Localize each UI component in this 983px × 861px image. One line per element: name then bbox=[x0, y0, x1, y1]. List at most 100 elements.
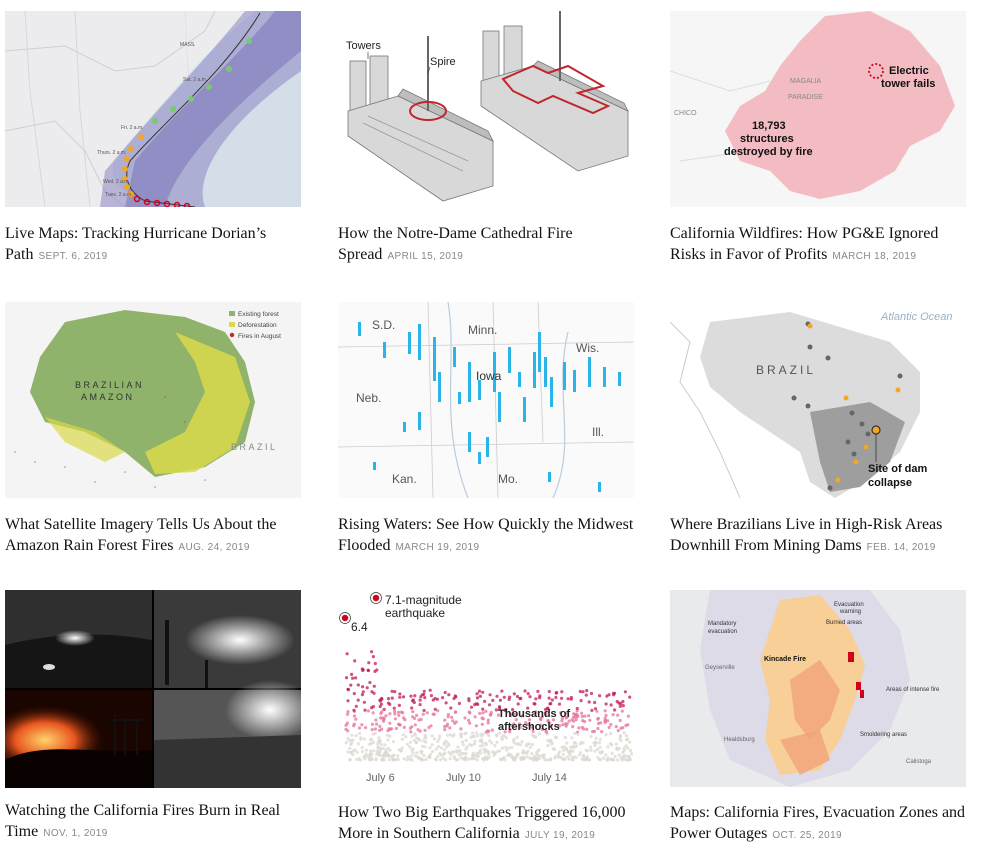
label-brazil: BRAZIL bbox=[756, 363, 816, 377]
aftershock-chart[interactable]: 7.1-magnitude earthquake 6.4 Thousands o… bbox=[338, 590, 634, 786]
label-spire: Spire bbox=[430, 56, 456, 68]
aftershock-dot bbox=[475, 692, 479, 696]
aftershock-dot bbox=[531, 729, 535, 733]
article-title[interactable]: What Satellite Imagery Tells Us About th… bbox=[5, 516, 277, 554]
kincade-fire-map[interactable]: Evacuation warning Mandatory evacuation … bbox=[670, 590, 966, 787]
aftershock-dot bbox=[583, 714, 587, 718]
card-caption[interactable]: Watching the California Fires Burn in Re… bbox=[5, 800, 301, 844]
aftershock-dot bbox=[347, 738, 351, 742]
aftershock-dot bbox=[370, 690, 374, 694]
notre-dame-illustration[interactable]: Towers Spire bbox=[338, 11, 634, 207]
fire-camera-grid[interactable] bbox=[5, 590, 301, 788]
hurricane-map-image[interactable]: MASS. Sat. 2 a.m. Fri. 2 a.m. Thurs. 2 a… bbox=[5, 11, 301, 207]
amazon-satellite-map[interactable]: Existing forest Deforestation Fires in A… bbox=[5, 302, 301, 498]
x-axis-label: July 14 bbox=[532, 772, 567, 784]
aftershock-dot bbox=[362, 755, 366, 759]
aftershock-dot bbox=[495, 734, 499, 738]
card-caption[interactable]: California Wildfires: How PG&E Ignored R… bbox=[670, 223, 966, 267]
aftershock-dot bbox=[467, 757, 471, 761]
aftershock-dot bbox=[379, 742, 383, 747]
aftershock-dot bbox=[573, 731, 577, 735]
aftershock-dot bbox=[492, 753, 496, 757]
aftershock-dot bbox=[352, 708, 356, 712]
aftershock-dot bbox=[434, 747, 438, 751]
aftershock-dot bbox=[585, 689, 589, 693]
aftershock-dot bbox=[538, 754, 542, 758]
aftershock-dot bbox=[529, 725, 534, 729]
aftershock-dot bbox=[413, 732, 417, 736]
aftershock-dot bbox=[570, 736, 574, 740]
aftershock-dot bbox=[353, 659, 357, 663]
aftershock-dot bbox=[368, 742, 372, 746]
aftershock-dot bbox=[361, 690, 365, 694]
aftershock-dot bbox=[449, 752, 453, 756]
card-caption[interactable]: Where Brazilians Live in High-Risk Areas… bbox=[670, 514, 966, 558]
camp-fire-map-image[interactable]: MAGALIA PARADISE CHICO Electric tower fa… bbox=[670, 11, 966, 207]
aftershock-dot bbox=[627, 758, 631, 762]
card-caption[interactable]: How Two Big Earthquakes Triggered 16,000… bbox=[338, 802, 634, 846]
article-title[interactable]: How the Notre-Dame Cathedral Fire Spread bbox=[338, 225, 573, 263]
card-caption[interactable]: What Satellite Imagery Tells Us About th… bbox=[5, 514, 301, 558]
aftershock-dot bbox=[370, 728, 374, 732]
aftershock-dot bbox=[507, 746, 511, 750]
article-title[interactable]: Watching the California Fires Burn in Re… bbox=[5, 802, 281, 840]
aftershock-dot bbox=[549, 757, 553, 761]
card-caption[interactable]: Rising Waters: See How Quickly the Midwe… bbox=[338, 514, 634, 558]
aftershock-dot bbox=[458, 749, 462, 753]
aftershock-dot bbox=[490, 750, 495, 754]
aftershock-dot bbox=[365, 686, 369, 690]
label-sd: S.D. bbox=[372, 318, 395, 332]
aftershock-dot bbox=[346, 750, 350, 754]
aftershock-dot bbox=[430, 743, 434, 747]
aftershock-dot bbox=[410, 706, 414, 710]
aftershock-dot bbox=[391, 740, 396, 744]
aftershock-dot bbox=[360, 750, 364, 754]
aftershock-dot bbox=[488, 693, 492, 697]
article-title[interactable]: Where Brazilians Live in High-Risk Areas… bbox=[670, 516, 943, 554]
aftershock-dot bbox=[562, 758, 566, 762]
aftershock-dot bbox=[431, 712, 435, 716]
aftershock-dot bbox=[438, 758, 443, 762]
article-title[interactable]: California Wildfires: How PG&E Ignored R… bbox=[670, 225, 939, 263]
aftershock-dot bbox=[359, 737, 363, 741]
aftershock-dot bbox=[430, 734, 434, 738]
aftershock-dot bbox=[370, 706, 374, 710]
article-title[interactable]: Maps: California Fires, Evacuation Zones… bbox=[670, 804, 966, 842]
card-caption[interactable]: Maps: California Fires, Evacuation Zones… bbox=[670, 802, 966, 846]
label-burned-areas: Burned areas bbox=[826, 620, 862, 626]
aftershock-dot bbox=[408, 745, 412, 749]
aftershock-dot bbox=[593, 743, 597, 748]
aftershock-dot bbox=[424, 740, 428, 744]
aftershock-dot bbox=[624, 734, 628, 738]
label-mandatory: Mandatory bbox=[708, 621, 736, 627]
aftershock-dot bbox=[624, 744, 628, 748]
brazil-dam-map[interactable]: Atlantic Ocean BRAZIL Site of dam collap… bbox=[670, 302, 966, 498]
aftershock-dot bbox=[441, 756, 445, 760]
article-title[interactable]: Live Maps: Tracking Hurricane Dorian’s P… bbox=[5, 225, 267, 263]
label-minn: Minn. bbox=[468, 323, 497, 337]
aftershock-dot bbox=[354, 676, 358, 680]
aftershock-dot bbox=[526, 706, 530, 710]
aftershock-dot bbox=[371, 732, 375, 736]
midwest-flood-map[interactable]: S.D. Minn. Wis. Iowa Neb. Ill. Kan. Mo. bbox=[338, 302, 634, 498]
aftershock-dot bbox=[357, 726, 362, 730]
card-caption[interactable]: How the Notre-Dame Cathedral Fire Spread… bbox=[338, 223, 634, 267]
aftershock-dot bbox=[546, 707, 550, 711]
aftershock-dot bbox=[574, 744, 578, 748]
aftershock-dot bbox=[389, 727, 394, 731]
aftershock-dot bbox=[443, 728, 447, 732]
aftershock-dot bbox=[410, 734, 414, 738]
aftershock-dot bbox=[376, 745, 380, 749]
aftershock-dot bbox=[467, 697, 471, 701]
aftershock-dot bbox=[394, 726, 398, 730]
aftershock-dot bbox=[624, 723, 628, 728]
aftershock-dot bbox=[502, 695, 506, 699]
article-title[interactable]: Rising Waters: See How Quickly the Midwe… bbox=[338, 516, 634, 554]
aftershock-dot bbox=[505, 748, 509, 752]
aftershock-dot bbox=[486, 721, 490, 725]
article-title[interactable]: How Two Big Earthquakes Triggered 16,000… bbox=[338, 804, 626, 842]
map-label: Wed. 2 a.m. bbox=[103, 179, 130, 185]
card-caption[interactable]: Live Maps: Tracking Hurricane Dorian’s P… bbox=[5, 223, 301, 267]
aftershock-dot bbox=[614, 742, 618, 746]
aftershock-dot bbox=[478, 711, 482, 715]
